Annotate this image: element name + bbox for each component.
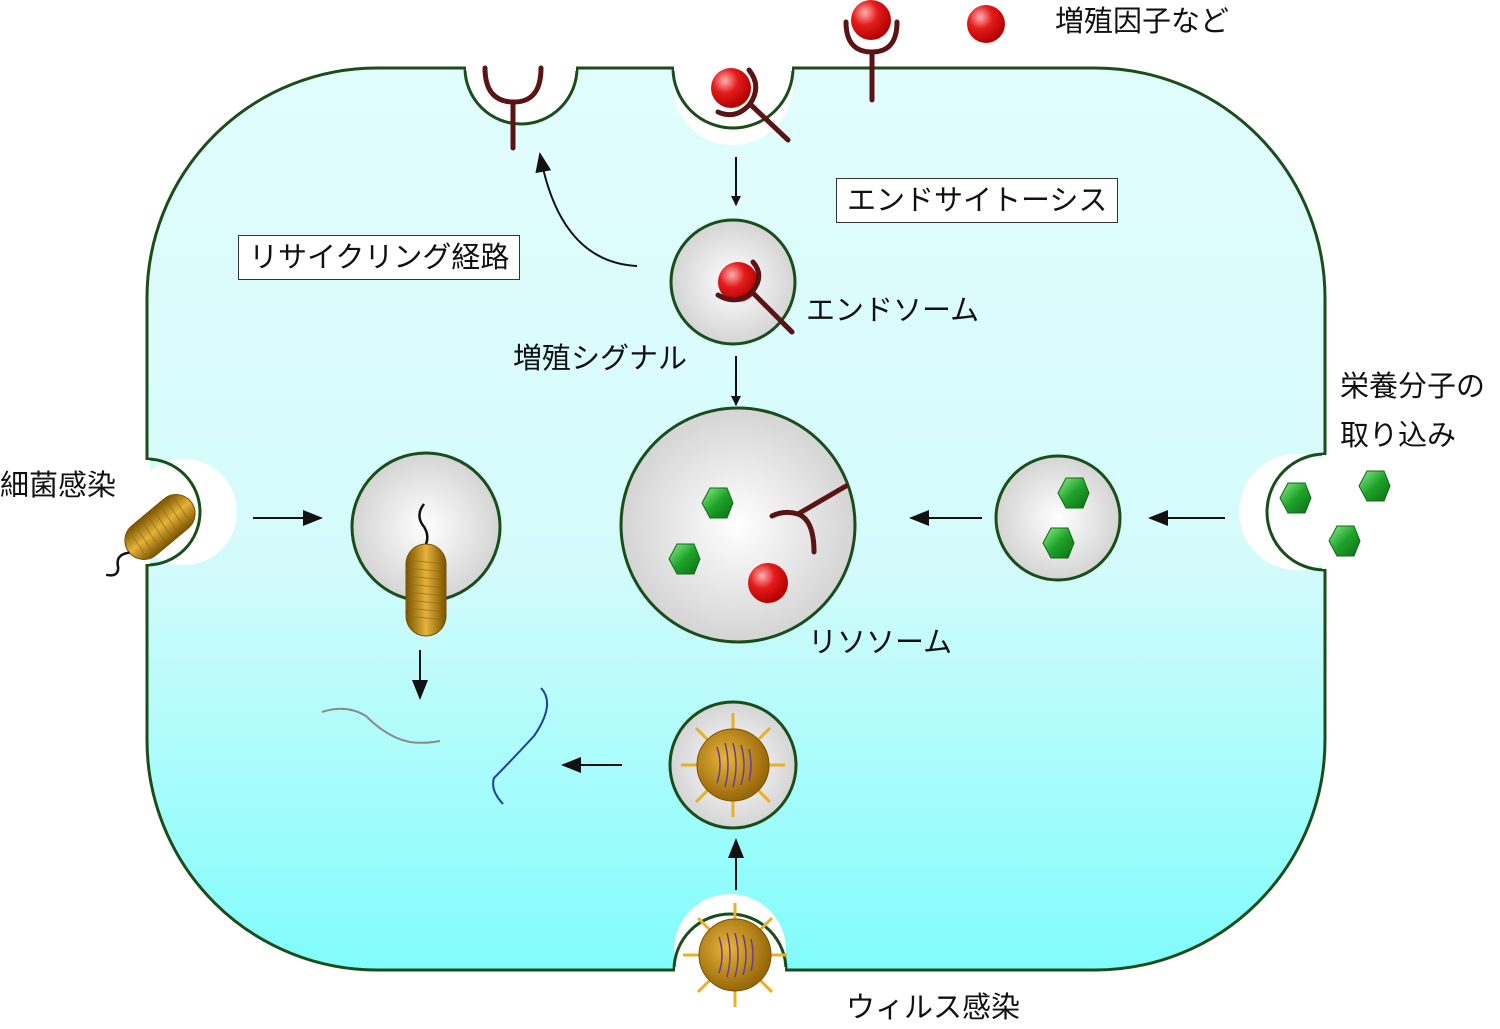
lysosome-label: リソソーム <box>808 625 953 659</box>
nutrient-vesicle-2 <box>1042 527 1075 559</box>
nutrient-lysosome-2 <box>668 543 701 575</box>
nutrient-outside-1 <box>1279 482 1312 514</box>
bacterium-phagosome <box>405 503 447 637</box>
endocytosis-label: エンドサイトーシス <box>836 178 1119 223</box>
arrows <box>253 152 1225 890</box>
receptor-recycled <box>482 65 544 151</box>
bacterial-infection-label: 細菌感染 <box>0 468 117 502</box>
nutrient-vesicle-1 <box>1057 477 1090 509</box>
growth-factor-legend-icon <box>967 5 1005 43</box>
bacterium-outside <box>105 492 196 577</box>
nutrient-vesicle <box>994 454 1122 582</box>
receptor-endocytosis <box>715 67 791 143</box>
growth-factor-free <box>851 0 891 40</box>
virus-vesicle-particle <box>681 713 785 817</box>
growth-signal-label: 増殖シグナル <box>513 341 688 375</box>
nutrient-outside-3 <box>1328 525 1361 557</box>
recycling-pathway-label: リサイクリング経路 <box>238 235 521 280</box>
nutrient-lysosome-1 <box>701 487 734 519</box>
nutrient-uptake-label-line2: 取り込み <box>1340 418 1457 452</box>
nutrient-outside-2 <box>1358 470 1391 502</box>
virus-entering <box>683 903 787 1007</box>
nutrients <box>668 470 1391 575</box>
growth-factor-legend-label: 増殖因子など <box>1055 4 1230 38</box>
growth-factor-bound-pit <box>711 68 751 108</box>
degraded-bacterial-dna <box>321 707 441 744</box>
arrow-recycling <box>535 152 638 267</box>
pit-outlines <box>146 67 1326 971</box>
degraded-viral-rna <box>492 687 549 805</box>
endosome-contents <box>715 259 795 335</box>
viral-infection-label: ウィルス感染 <box>846 990 1021 1024</box>
endosome-label: エンドソーム <box>806 293 980 327</box>
receptor-surface <box>843 19 900 103</box>
nutrient-uptake-label-line1: 栄養分子の <box>1340 369 1486 403</box>
lysosome-contents <box>748 483 849 603</box>
lysosome <box>619 406 857 644</box>
